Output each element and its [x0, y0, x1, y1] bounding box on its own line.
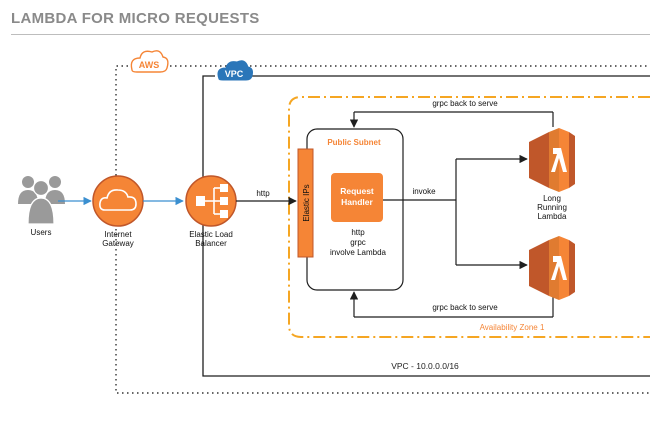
aws-label: AWS [139, 60, 160, 70]
internet-gateway-label-2: Gateway [102, 239, 134, 248]
elb-label-1: Elastic Load [189, 230, 233, 239]
aws-cloud-boundary [115, 65, 650, 394]
http-edge-label: http [256, 189, 270, 198]
lambda-icon [529, 128, 575, 192]
handler-protocol-lambda: involve Lambda [330, 248, 387, 257]
availability-zone-boundary [288, 96, 650, 338]
elastic-ips-label: Elastic IPs [302, 184, 311, 221]
handler-protocol-grpc: grpc [350, 238, 366, 247]
users-icon [18, 176, 65, 225]
availability-zone-label: Availability Zone 1 [480, 323, 545, 332]
vpc-tag: VPC [217, 60, 253, 81]
grpc-back-top-label: grpc back to serve [432, 99, 498, 108]
lambda-label-line-2: Running [537, 203, 567, 212]
aws-cloud-icon [130, 50, 169, 73]
request-handler-label-2: Handler [341, 197, 373, 207]
title-divider [11, 34, 650, 35]
elb-label-2: Balancer [195, 239, 227, 248]
lambda-label-line-1: Long [543, 194, 561, 203]
grpc-back-bottom-label: grpc back to serve [432, 303, 498, 312]
internet-gateway-label-1: Internet [104, 230, 132, 239]
load-balancer-icon [185, 175, 237, 227]
vpc-label: VPC [225, 69, 244, 79]
vpc-boundary [202, 75, 650, 377]
request-handler-label-1: Request [340, 186, 374, 196]
vpc-cloud-icon [217, 60, 253, 81]
invoke-connector [383, 154, 528, 270]
aws-cloud-tag: AWS [130, 50, 169, 73]
elastic-ips-bar [297, 148, 314, 258]
vpc-cidr-label: VPC - 10.0.0.0/16 [391, 361, 459, 371]
users-label: Users [31, 228, 52, 237]
lambda-label-line-3: Lambda [538, 212, 567, 221]
request-handler-box [331, 173, 383, 222]
grpc-back-top-arrow [349, 111, 554, 128]
invoke-label: invoke [412, 187, 436, 196]
lambda-icon [529, 236, 575, 300]
diagram-title: LAMBDA FOR MICRO REQUESTS [11, 10, 260, 27]
internet-gateway-icon [92, 175, 144, 227]
handler-protocol-http: http [351, 228, 365, 237]
public-subnet-label: Public Subnet [327, 138, 381, 147]
